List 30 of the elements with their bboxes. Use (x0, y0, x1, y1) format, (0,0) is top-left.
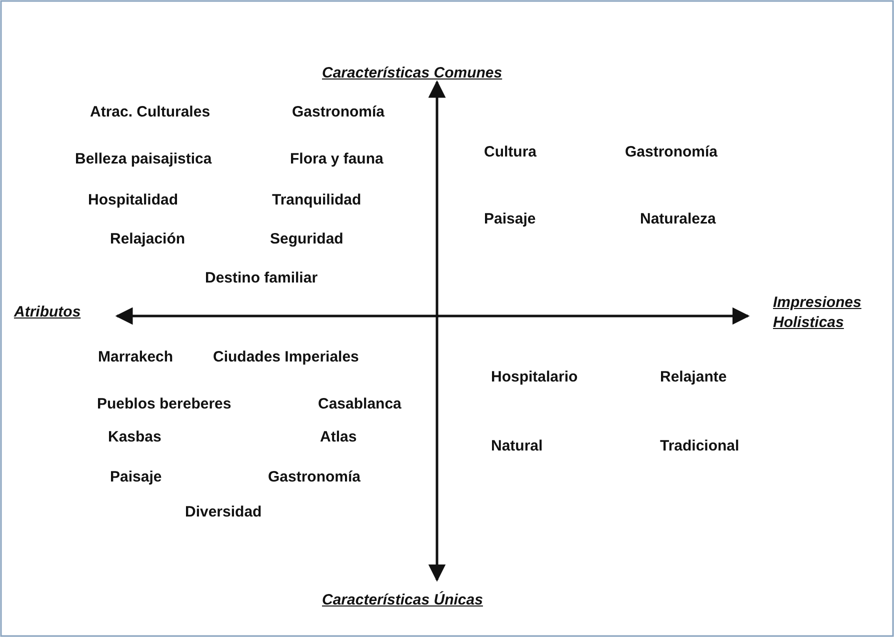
quadrant-term: Cultura (484, 144, 536, 160)
quadrant-term: Hospitalidad (88, 192, 178, 208)
quadrant-term: Gastronomía (625, 144, 718, 160)
quadrant-term: Casablanca (318, 396, 402, 412)
quadrant-term: Natural (491, 438, 543, 454)
quadrant-term: Naturaleza (640, 210, 716, 228)
quadrant-term: Hospitalario (491, 368, 578, 386)
quadrant-term: Marrakech (98, 348, 174, 366)
quadrant-term: Atlas (320, 428, 357, 446)
axis-title: Atributos (14, 304, 81, 320)
quadrant-term: Belleza paisajistica (75, 150, 212, 168)
quadrant-term: Paisaje (484, 210, 536, 228)
quadrant-term: Relajante (660, 368, 727, 386)
quadrant-term: Diversidad (185, 504, 262, 520)
quadrant-term: Paisaje (110, 468, 162, 486)
quadrant-term: Relajación (110, 230, 186, 248)
quadrant-term: Flora y fauna (290, 150, 384, 168)
axis-title: Características Comunes (322, 64, 502, 82)
axis-title: Características Únicas (322, 592, 483, 608)
quadrant-term: Atrac. Culturales (90, 104, 210, 120)
quadrant-term: Tradicional (660, 438, 740, 454)
quadrant-term: Gastronomía (292, 104, 385, 120)
quadrant-term: Gastronomía (268, 468, 361, 486)
quadrant-term: Destino familiar (205, 270, 318, 286)
quadrant-term: Ciudades Imperiales (213, 348, 359, 366)
axis-title: Impresiones Holisticas (773, 293, 862, 333)
quadrant-term: Tranquilidad (272, 192, 362, 208)
quadrant-term: Seguridad (270, 230, 344, 248)
quadrant-term: Pueblos bereberes (97, 396, 232, 412)
quadrant-term: Kasbas (108, 428, 162, 446)
